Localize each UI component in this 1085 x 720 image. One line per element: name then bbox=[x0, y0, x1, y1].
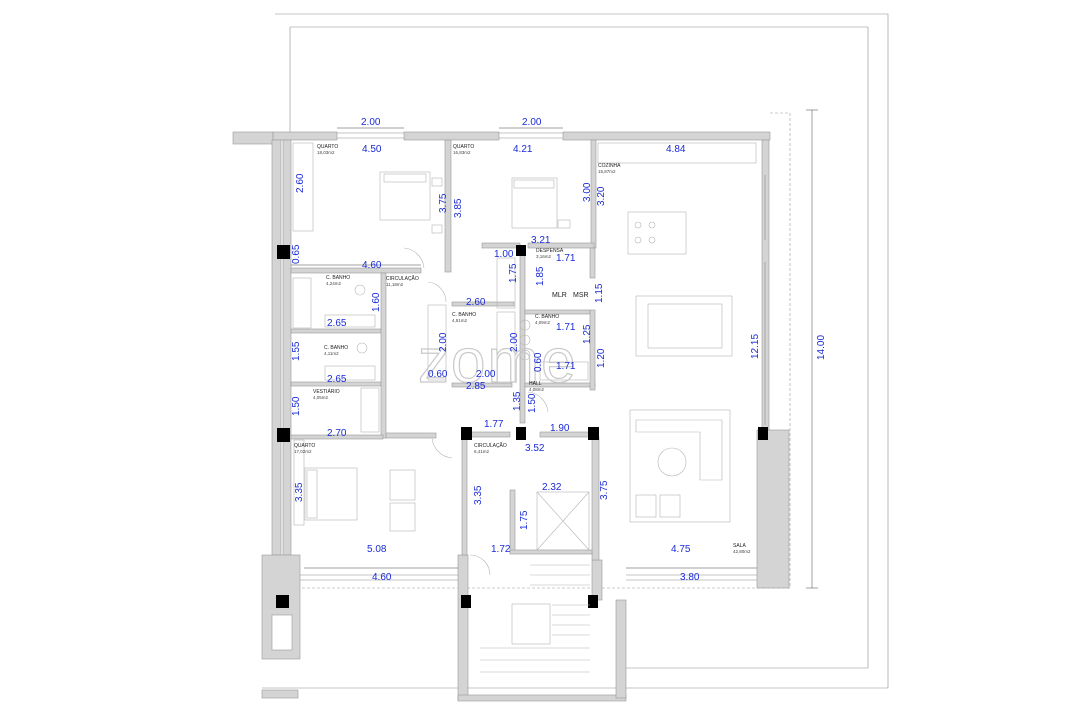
room-labels: QUARTO 18,03m2 QUARTO 16,83m2 COZINHA 15… bbox=[294, 144, 751, 554]
room-sala: SALA bbox=[733, 543, 746, 549]
room-banho-2-area: 4,51m2 bbox=[452, 318, 468, 323]
dim-label-v: 14.00 bbox=[816, 335, 827, 360]
dim-label: 1.00 bbox=[494, 249, 514, 260]
dim-label: 4.75 bbox=[671, 544, 691, 555]
dim-label-v: 1.35 bbox=[512, 391, 523, 411]
windows bbox=[300, 132, 766, 581]
dim-label: 2.65 bbox=[327, 374, 347, 385]
dim-label-v: 3.35 bbox=[473, 485, 484, 505]
tag-mlr: MLR bbox=[552, 292, 567, 299]
interior-walls bbox=[290, 139, 600, 561]
dim-label: 4.60 bbox=[372, 572, 392, 583]
dim-label: 1.72 bbox=[491, 544, 511, 555]
dim-label-v: 1.60 bbox=[371, 292, 382, 312]
room-banho-3-area: 4,09m2 bbox=[535, 320, 551, 325]
dim-label-v: 3.00 bbox=[582, 182, 593, 202]
dim-label-v: 0.65 bbox=[291, 244, 302, 264]
dim-label: 5.08 bbox=[367, 544, 387, 555]
dim-label: 2.65 bbox=[327, 318, 347, 329]
vertical-dimension-labels: 2.60 3.75 3.85 3.00 3.20 0.65 1.75 1.85 … bbox=[291, 173, 827, 530]
dim-label: 3.21 bbox=[531, 235, 551, 246]
room-quarto-3: QUARTO bbox=[294, 443, 315, 449]
dim-label-v: 3.85 bbox=[453, 198, 464, 218]
room-quarto-3-area: 17,02m2 bbox=[294, 449, 312, 454]
tag-msr: MSR bbox=[573, 292, 589, 299]
dim-label: 2.70 bbox=[327, 428, 347, 439]
dim-label: 2.60 bbox=[466, 297, 486, 308]
room-circulacao-1-area: 11,18m2 bbox=[386, 282, 404, 287]
dim-label: 1.71 bbox=[556, 361, 576, 372]
dim-label: 2.00 bbox=[476, 369, 496, 380]
room-banho-4: C. BANHO bbox=[324, 345, 348, 351]
dim-label-v: 1.50 bbox=[291, 396, 302, 416]
room-hall: HALL bbox=[529, 381, 542, 387]
room-vestiario-area: 4,05m2 bbox=[313, 395, 329, 400]
dim-label-v: 2.60 bbox=[295, 173, 306, 193]
dim-label: 4.50 bbox=[362, 144, 382, 155]
room-circulacao-1: CIRCULAÇÃO bbox=[386, 275, 419, 282]
room-hall-area: 4,08m2 bbox=[529, 387, 545, 392]
dim-label: 2.00 bbox=[522, 117, 542, 128]
site-outline bbox=[262, 13, 889, 689]
dim-label-v: 0.60 bbox=[533, 352, 544, 372]
room-quarto-2: QUARTO bbox=[453, 144, 474, 150]
dim-label-v: 1.85 bbox=[535, 266, 546, 286]
dim-label: 4.21 bbox=[513, 144, 533, 155]
room-quarto-1-area: 18,03m2 bbox=[317, 150, 335, 155]
dim-label-v: 2.00 bbox=[438, 332, 449, 352]
room-cozinha-area: 15,87m2 bbox=[598, 169, 616, 174]
pillars bbox=[276, 245, 768, 608]
room-banho-4-area: 4,11m2 bbox=[324, 351, 339, 356]
dim-label: 4.60 bbox=[362, 260, 382, 271]
dim-label-v: 3.75 bbox=[438, 193, 449, 213]
room-sala-area: 42,80m2 bbox=[733, 549, 751, 554]
dim-label-v: 1.75 bbox=[508, 263, 519, 283]
furniture bbox=[292, 142, 757, 673]
room-banho-2: C. BANHO bbox=[452, 312, 476, 318]
dim-label-v: 1.55 bbox=[291, 341, 302, 361]
watermark: zome bbox=[418, 327, 578, 396]
dim-label-v: 1.15 bbox=[594, 283, 605, 303]
room-vestiario: VESTIÁRIO bbox=[313, 388, 340, 395]
room-circulacao-2-area: 6,41m2 bbox=[474, 449, 490, 454]
dim-label: 4.84 bbox=[666, 144, 686, 155]
dim-label: 0.60 bbox=[428, 369, 448, 380]
dim-label-v: 1.20 bbox=[596, 348, 607, 368]
room-banho-1-area: 4,24m2 bbox=[326, 281, 342, 286]
dim-label-v: 3.35 bbox=[294, 482, 305, 502]
dim-label-v: 1.75 bbox=[519, 510, 530, 530]
dim-label-v: 1.50 bbox=[527, 393, 538, 413]
dim-label: 3.80 bbox=[680, 572, 700, 583]
dim-label: 1.90 bbox=[550, 423, 570, 434]
room-quarto-2-area: 16,83m2 bbox=[453, 150, 471, 155]
dim-label-v: 2.00 bbox=[509, 332, 520, 352]
dim-label-v: 12.15 bbox=[750, 334, 761, 359]
room-banho-1: C. BANHO bbox=[326, 275, 350, 281]
dim-label: 2.00 bbox=[361, 117, 381, 128]
dimension-labels: 2.00 2.00 4.50 4.21 4.84 3.21 1.00 1.71 … bbox=[327, 117, 700, 583]
room-cozinha: COZINHA bbox=[598, 163, 621, 169]
dim-label: 3.52 bbox=[525, 443, 545, 454]
room-banho-3: C. BANHO bbox=[535, 314, 559, 320]
dim-label-v: 3.20 bbox=[596, 186, 607, 206]
room-despensa: DESPENSA bbox=[536, 248, 564, 254]
dim-label: 2.85 bbox=[466, 381, 486, 392]
dim-label: 2.32 bbox=[542, 482, 562, 493]
dim-label-v: 1.25 bbox=[582, 324, 593, 344]
dim-label: 1.71 bbox=[556, 322, 576, 333]
room-circulacao-2: CIRCULAÇÃO bbox=[474, 442, 507, 449]
dim-label: 1.71 bbox=[556, 253, 576, 264]
room-despensa-area: 3,16m2 bbox=[536, 254, 552, 259]
room-quarto-1: QUARTO bbox=[317, 144, 338, 150]
dimension-lines bbox=[291, 127, 757, 569]
dim-label-v: 3.75 bbox=[599, 480, 610, 500]
dim-label: 1.77 bbox=[484, 419, 504, 430]
exterior-walls bbox=[232, 131, 790, 702]
